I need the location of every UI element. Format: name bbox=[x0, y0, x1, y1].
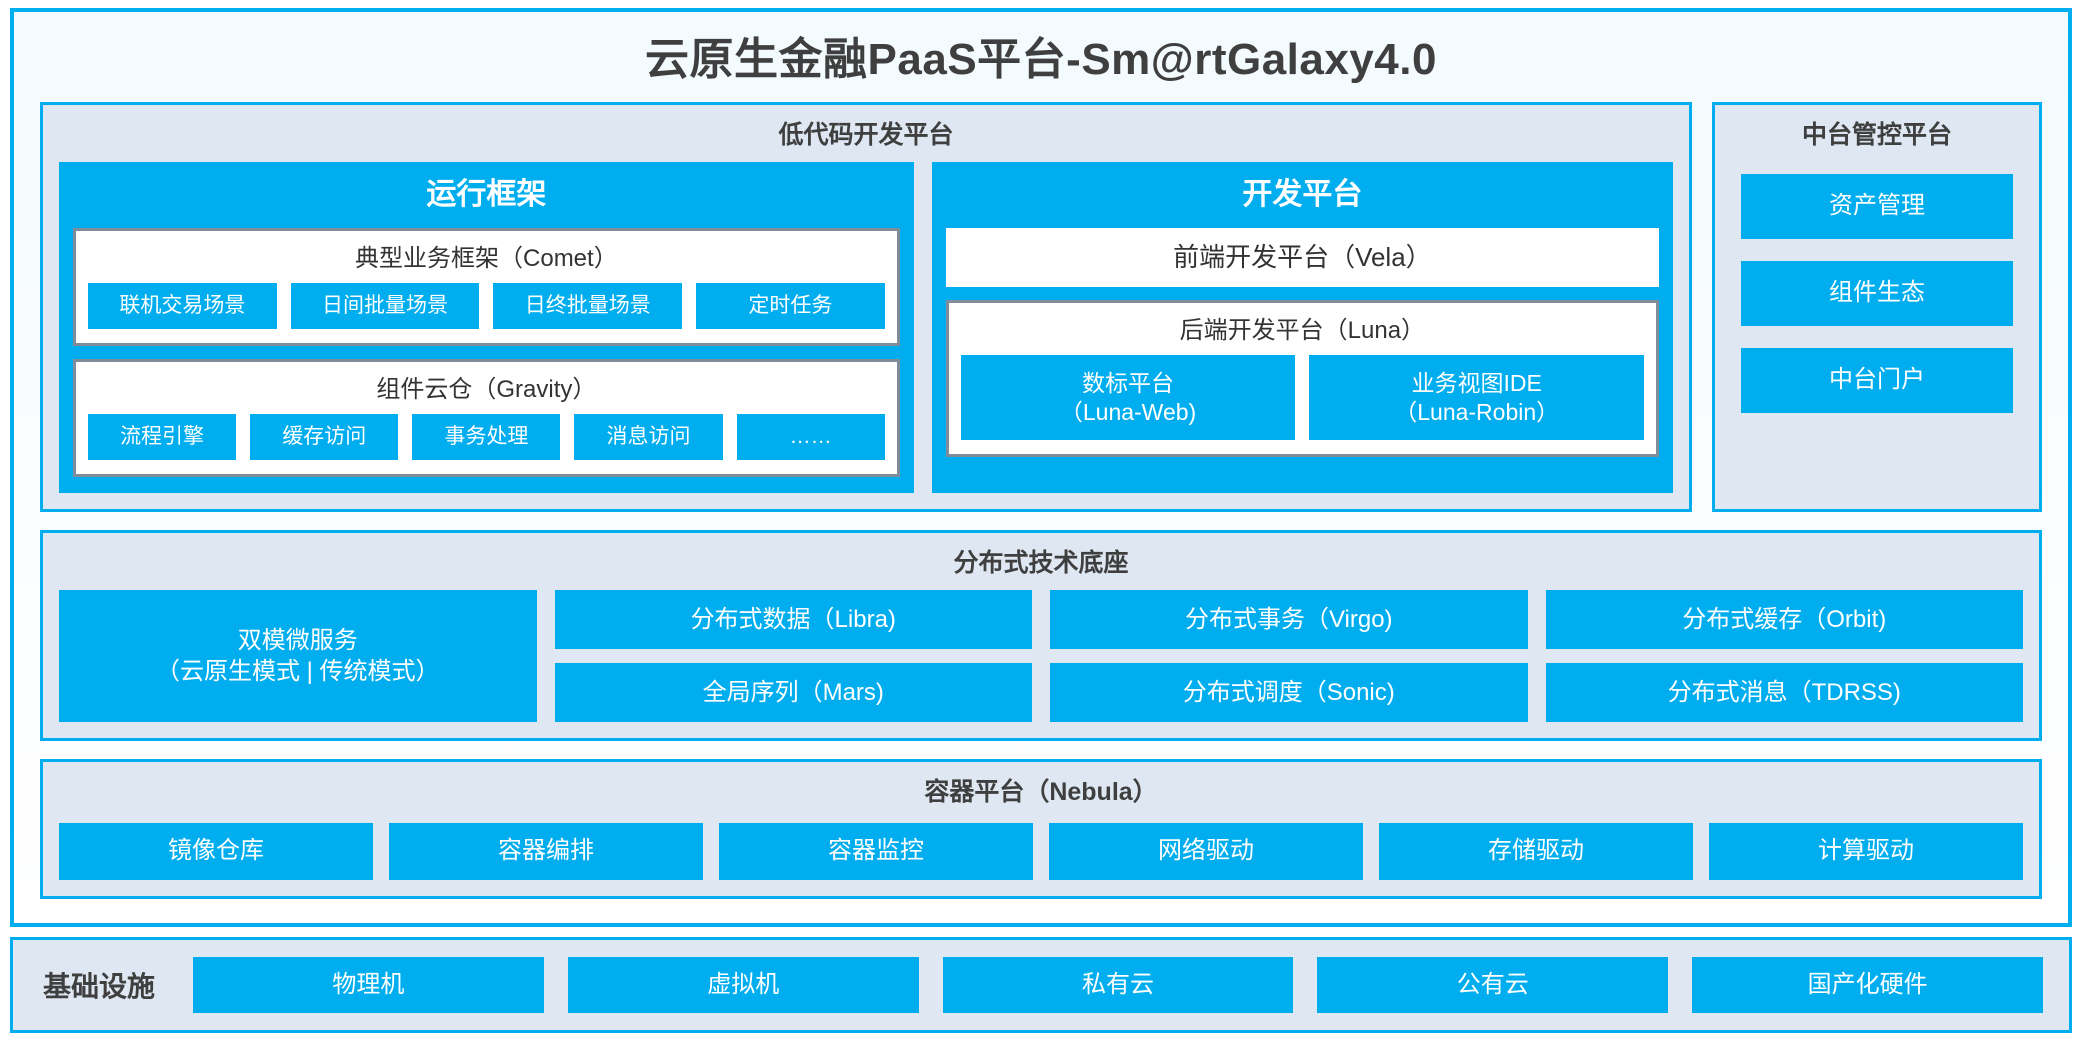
tech-cell-mars[interactable]: 全局序列（Mars) bbox=[554, 662, 1032, 722]
comet-chip-row: 联机交易场景 日间批量场景 日终批量场景 定时任务 bbox=[88, 282, 885, 329]
comet-item[interactable]: 定时任务 bbox=[696, 282, 885, 329]
backend-item-luna-web[interactable]: 数标平台 （Luna-Web) bbox=[960, 354, 1296, 441]
infrastructure-item-public-cloud[interactable]: 公有云 bbox=[1317, 956, 1669, 1014]
runtime-framework-title: 运行框架 bbox=[426, 178, 547, 212]
backend-item-line2: （Luna-Web) bbox=[1059, 398, 1197, 425]
gravity-item[interactable]: 事务处理 bbox=[412, 413, 561, 460]
frontend-platform-group[interactable]: 前端开发平台（Vela） bbox=[945, 228, 1659, 288]
gravity-item[interactable]: 消息访问 bbox=[574, 413, 723, 460]
development-platform-title: 开发平台 bbox=[1242, 178, 1363, 212]
comet-item[interactable]: 日间批量场景 bbox=[290, 282, 480, 329]
tech-cell-sonic[interactable]: 分布式调度（Sonic) bbox=[1050, 662, 1528, 722]
tech-base-grid: 双模微服务 （云原生模式 | 传统模式） 分布式数据（Libra) 全局序列（M… bbox=[59, 589, 2023, 722]
tech-base-wide-column: 双模微服务 （云原生模式 | 传统模式） bbox=[59, 589, 537, 722]
tech-base-title: 分布式技术底座 bbox=[953, 548, 1129, 577]
tech-cell-libra[interactable]: 分布式数据（Libra) bbox=[554, 589, 1032, 649]
management-item-asset[interactable]: 资产管理 bbox=[1741, 174, 2013, 239]
infrastructure-item-virtual-machine[interactable]: 虚拟机 bbox=[567, 956, 919, 1014]
infrastructure-item-private-cloud[interactable]: 私有云 bbox=[942, 956, 1294, 1014]
container-platform-panel: 容器平台（Nebula） 镜像仓库 容器编排 容器监控 网络驱动 存储驱动 计算… bbox=[40, 758, 2042, 899]
gravity-item[interactable]: 缓存访问 bbox=[250, 413, 399, 460]
infrastructure-item-domestic-hardware[interactable]: 国产化硬件 bbox=[1692, 956, 2043, 1014]
tech-cell-orbit[interactable]: 分布式缓存（Orbit) bbox=[1545, 589, 2023, 649]
frontend-platform-label: 前端开发平台（Vela） bbox=[1173, 242, 1432, 273]
gravity-item[interactable]: 流程引擎 bbox=[88, 413, 237, 460]
tech-base-column: 分布式数据（Libra) 全局序列（Mars) bbox=[554, 589, 1032, 722]
comet-item[interactable]: 日终批量场景 bbox=[493, 282, 683, 329]
container-item-compute-driver[interactable]: 计算驱动 bbox=[1709, 822, 2023, 880]
tech-base-column: 分布式缓存（Orbit) 分布式消息（TDRSS) bbox=[1545, 589, 2023, 722]
infrastructure-label: 基础设施 bbox=[43, 971, 156, 1002]
gravity-title: 组件云仓（Gravity） bbox=[376, 375, 597, 403]
platform-main-card: 云原生金融PaaS平台-Sm@rtGalaxy4.0 低代码开发平台 运行框架 … bbox=[10, 8, 2072, 927]
lowcode-platform-panel: 低代码开发平台 运行框架 典型业务框架（Comet） 联机交易场景 日间批量场景… bbox=[40, 102, 1692, 512]
backend-chip-row: 数标平台 （Luna-Web) 业务视图IDE （Luna-Robin） bbox=[960, 354, 1645, 441]
tech-base-panel: 分布式技术底座 双模微服务 （云原生模式 | 传统模式） 分布式数据（Libra… bbox=[40, 529, 2042, 741]
tech-cell-line2: （云原生模式 | 传统模式） bbox=[155, 657, 440, 685]
management-item-list: 资产管理 组件生态 中台门户 bbox=[1741, 174, 2013, 413]
comet-group: 典型业务框架（Comet） 联机交易场景 日间批量场景 日终批量场景 定时任务 bbox=[73, 228, 900, 346]
gravity-chip-row: 流程引擎 缓存访问 事务处理 消息访问 …… bbox=[88, 413, 885, 460]
tech-cell-tdrss[interactable]: 分布式消息（TDRSS) bbox=[1545, 662, 2023, 722]
gravity-group: 组件云仓（Gravity） 流程引擎 缓存访问 事务处理 消息访问 …… bbox=[73, 358, 900, 477]
backend-item-luna-robin[interactable]: 业务视图IDE （Luna-Robin） bbox=[1309, 354, 1645, 441]
tech-base-column: 分布式事务（Virgo) 分布式调度（Sonic) bbox=[1050, 589, 1528, 722]
container-item-monitoring[interactable]: 容器监控 bbox=[719, 822, 1033, 880]
backend-platform-group: 后端开发平台（Luna） 数标平台 （Luna-Web) 业务视图IDE （Lu… bbox=[945, 300, 1659, 458]
management-platform-title: 中台管控平台 bbox=[1801, 121, 1952, 150]
backend-platform-title: 后端开发平台（Luna） bbox=[1179, 317, 1426, 345]
backend-item-line1: 数标平台 bbox=[1082, 369, 1175, 396]
container-item-orchestration[interactable]: 容器编排 bbox=[389, 822, 703, 880]
development-platform-box: 开发平台 前端开发平台（Vela） 后端开发平台（Luna） 数标平台 （Lun… bbox=[931, 162, 1673, 493]
management-item-component-eco[interactable]: 组件生态 bbox=[1741, 260, 2013, 326]
container-item-network-driver[interactable]: 网络驱动 bbox=[1049, 822, 1363, 880]
backend-item-line2: （Luna-Robin） bbox=[1394, 398, 1560, 425]
infrastructure-item-physical-machine[interactable]: 物理机 bbox=[193, 956, 544, 1014]
container-item-image-registry[interactable]: 镜像仓库 bbox=[59, 822, 373, 880]
gravity-item-more[interactable]: …… bbox=[736, 413, 885, 460]
infrastructure-bar: 基础设施 物理机 虚拟机 私有云 公有云 国产化硬件 bbox=[10, 937, 2072, 1033]
container-item-storage-driver[interactable]: 存储驱动 bbox=[1379, 822, 1693, 880]
container-platform-title: 容器平台（Nebula） bbox=[924, 777, 1158, 806]
upper-row: 低代码开发平台 运行框架 典型业务框架（Comet） 联机交易场景 日间批量场景… bbox=[40, 102, 2042, 512]
lowcode-platform-title: 低代码开发平台 bbox=[778, 121, 954, 150]
backend-item-line1: 业务视图IDE bbox=[1411, 369, 1542, 396]
tech-cell-virgo[interactable]: 分布式事务（Virgo) bbox=[1050, 589, 1528, 649]
tech-cell-dual-mode-microservice[interactable]: 双模微服务 （云原生模式 | 传统模式） bbox=[59, 589, 537, 722]
page-title: 云原生金融PaaS平台-Sm@rtGalaxy4.0 bbox=[645, 35, 1437, 84]
management-item-portal[interactable]: 中台门户 bbox=[1741, 347, 2013, 413]
lowcode-columns: 运行框架 典型业务框架（Comet） 联机交易场景 日间批量场景 日终批量场景 … bbox=[59, 162, 1673, 493]
comet-title: 典型业务框架（Comet） bbox=[355, 245, 618, 273]
tech-cell-line1: 双模微服务 bbox=[237, 626, 358, 654]
infrastructure-items: 物理机 虚拟机 私有云 公有云 国产化硬件 bbox=[193, 956, 2043, 1014]
management-platform-panel: 中台管控平台 资产管理 组件生态 中台门户 bbox=[1712, 102, 2042, 512]
container-platform-row: 镜像仓库 容器编排 容器监控 网络驱动 存储驱动 计算驱动 bbox=[59, 822, 2023, 880]
comet-item[interactable]: 联机交易场景 bbox=[88, 282, 277, 329]
runtime-framework-box: 运行框架 典型业务框架（Comet） 联机交易场景 日间批量场景 日终批量场景 … bbox=[59, 162, 914, 493]
